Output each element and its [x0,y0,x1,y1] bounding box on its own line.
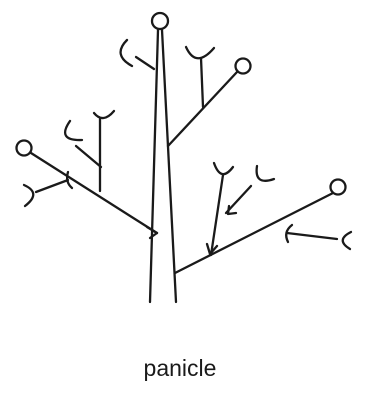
left-branch [24,111,157,238]
diagram-caption: panicle [0,357,360,380]
upper-left-pedicel [121,40,154,69]
right-branch-bud [331,180,346,195]
left-branch-bud [17,141,32,156]
terminal-flower-bud [152,13,168,29]
upper-right-branch [168,47,237,146]
right-branch [175,163,351,273]
main-stem [150,30,176,302]
upper-right-bud [236,59,251,74]
